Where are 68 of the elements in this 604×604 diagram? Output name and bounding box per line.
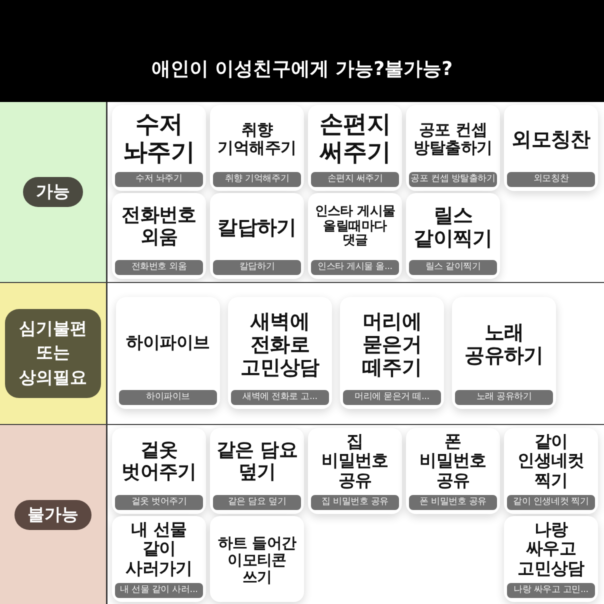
caption-tag: 수저 놔주기 bbox=[115, 172, 203, 187]
item-title: 새벽에 전화로 고민상담 bbox=[240, 310, 320, 378]
item-title: 공포 컨셉 방탈출하기 bbox=[412, 120, 494, 158]
item-title: 전화번호 외움 bbox=[120, 205, 198, 249]
item-title: 인스타 게시물 올릴때마다 댓글 bbox=[314, 204, 396, 250]
caption-tag: 손편지 써주기 bbox=[311, 172, 399, 187]
caption-tag: 노래 공유하기 bbox=[455, 390, 553, 405]
item-title: 릴스 같이찍기 bbox=[412, 204, 494, 250]
item-title: 같은 담요 덮기 bbox=[215, 440, 299, 484]
caption-tag: 머리에 묻은거 떼... bbox=[343, 390, 441, 405]
title: 애인이 이성친구에게 가능?불가능? bbox=[151, 57, 453, 82]
item-card bbox=[406, 105, 500, 191]
caption-tag: 겉옷 벗어주기 bbox=[115, 495, 203, 510]
caption-tag: 인스타 게시물 올... bbox=[311, 260, 399, 275]
caption-tag: 새벽에 전화로 고... bbox=[231, 390, 329, 405]
item-title: 하트 들어간 이모티콘 쓰기 bbox=[216, 534, 298, 586]
caption-tag: 외모칭찬 bbox=[507, 172, 595, 187]
caption-tag: 내 선물 같이 사러... bbox=[115, 583, 203, 598]
item-title: 같이 인생네컷 찍기 bbox=[516, 432, 586, 492]
item-card bbox=[406, 193, 500, 279]
caption-tag: 같이 인생네컷 찍기 bbox=[507, 495, 595, 510]
item-card bbox=[210, 516, 304, 602]
item-card bbox=[308, 193, 402, 279]
item-card bbox=[308, 105, 402, 191]
caption-tag: 폰 비밀번호 공유 bbox=[409, 495, 497, 510]
item-card bbox=[406, 428, 500, 514]
item-card bbox=[210, 193, 304, 279]
item-card bbox=[210, 428, 304, 514]
item-title: 노래 공유하기 bbox=[464, 321, 544, 367]
caption-tag: 하이파이브 bbox=[119, 390, 217, 405]
item-title: 외모칭찬 bbox=[512, 128, 590, 150]
item-card bbox=[452, 297, 556, 409]
item-title: 나랑 싸우고 고민상담 bbox=[516, 520, 586, 580]
item-title: 겉옷 벗어주기 bbox=[120, 440, 198, 484]
tier-row bbox=[0, 424, 604, 604]
item-card bbox=[228, 297, 332, 409]
caption-tag: 취향 기억해주기 bbox=[213, 172, 301, 187]
caption-tag: 전화번호 외움 bbox=[115, 260, 203, 275]
item-title: 하이파이브 bbox=[126, 334, 210, 354]
tier-label: 가능 bbox=[23, 176, 83, 208]
tier-label: 불가능 bbox=[14, 499, 92, 530]
item-card bbox=[504, 516, 598, 602]
item-card bbox=[116, 297, 220, 409]
caption-tag: 공포 컨셉 방탈출하기 bbox=[409, 172, 497, 187]
item-card bbox=[504, 428, 598, 514]
tier-row bbox=[0, 282, 604, 424]
tier-label: 심기불편 또는 상의필요 bbox=[5, 308, 101, 398]
item-title: 손편지 써주기 bbox=[318, 111, 392, 167]
item-card bbox=[112, 193, 206, 279]
caption-tag: 칼답하기 bbox=[213, 260, 301, 275]
item-title: 수저 놔주기 bbox=[122, 111, 196, 167]
item-card bbox=[504, 105, 598, 191]
item-card bbox=[112, 516, 206, 602]
caption-tag: 릴스 같이찍기 bbox=[409, 260, 497, 275]
caption-tag: 집 비밀번호 공유 bbox=[311, 495, 399, 510]
item-title: 칼답하기 bbox=[218, 216, 296, 238]
item-title: 머리에 묻은거 떼주기 bbox=[361, 310, 423, 378]
item-card bbox=[308, 428, 402, 514]
item-card bbox=[210, 105, 304, 191]
caption-tag: 나랑 싸우고 고민... bbox=[507, 583, 595, 598]
item-card bbox=[112, 428, 206, 514]
item-title: 취향 기억해주기 bbox=[216, 120, 298, 158]
item-card bbox=[112, 105, 206, 191]
item-title: 집 비밀번호 공유 bbox=[320, 432, 390, 492]
item-title: 폰 비밀번호 공유 bbox=[418, 432, 488, 492]
caption-tag: 같은 담요 덮기 bbox=[213, 495, 301, 510]
item-title: 내 선물 같이 사러가기 bbox=[124, 520, 194, 580]
item-card bbox=[340, 297, 444, 409]
